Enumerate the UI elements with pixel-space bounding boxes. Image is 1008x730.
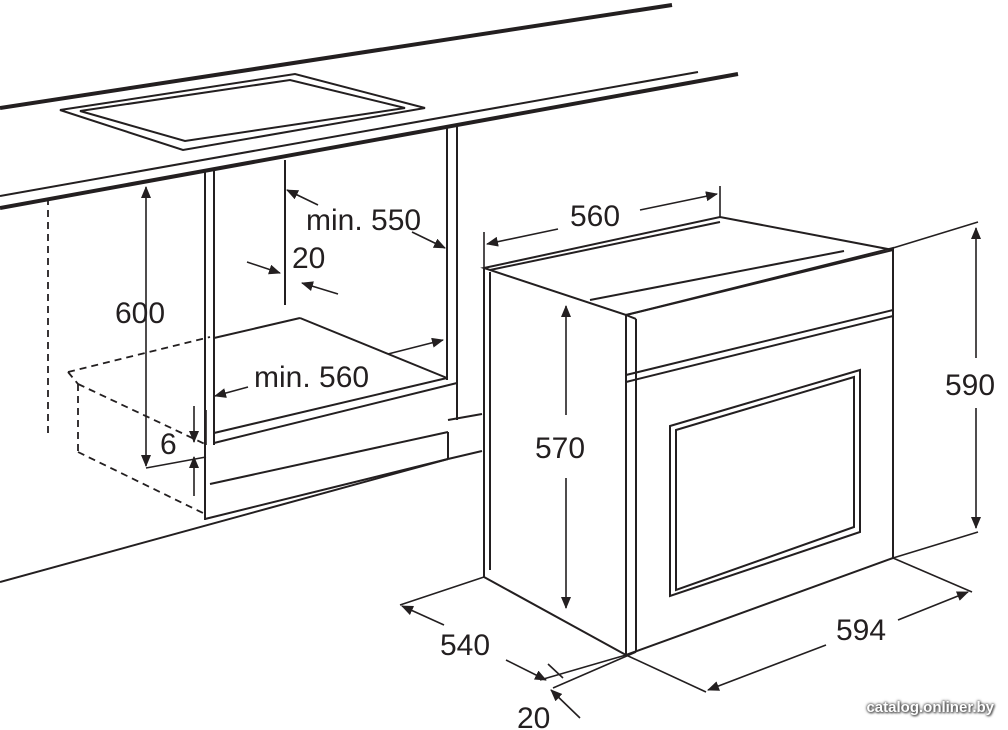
cabinet-niche: [0, 125, 483, 583]
label-front-height: 590: [945, 369, 995, 402]
label-ventilation-gap: 6: [160, 428, 177, 461]
watermark: catalog.onliner.by: [866, 699, 994, 716]
label-front-width: 594: [836, 614, 886, 647]
oven: [480, 215, 894, 657]
label-cutout-depth-min: min. 550: [306, 204, 421, 237]
label-cutout-height: 600: [115, 297, 165, 330]
worktop: [0, 3, 739, 210]
label-oven-height: 570: [535, 432, 585, 465]
label-front-thickness: 20: [517, 702, 550, 730]
dashed-cabinet-outline: [47, 198, 211, 515]
hob-cutout: [59, 72, 426, 152]
extension-lines: [145, 186, 979, 693]
label-panel-gap: 20: [292, 242, 325, 275]
label-oven-width: 560: [570, 200, 620, 233]
dimension-arrows: [141, 186, 981, 719]
label-oven-depth: 540: [440, 629, 490, 662]
label-cutout-width-min: min. 560: [254, 361, 369, 394]
